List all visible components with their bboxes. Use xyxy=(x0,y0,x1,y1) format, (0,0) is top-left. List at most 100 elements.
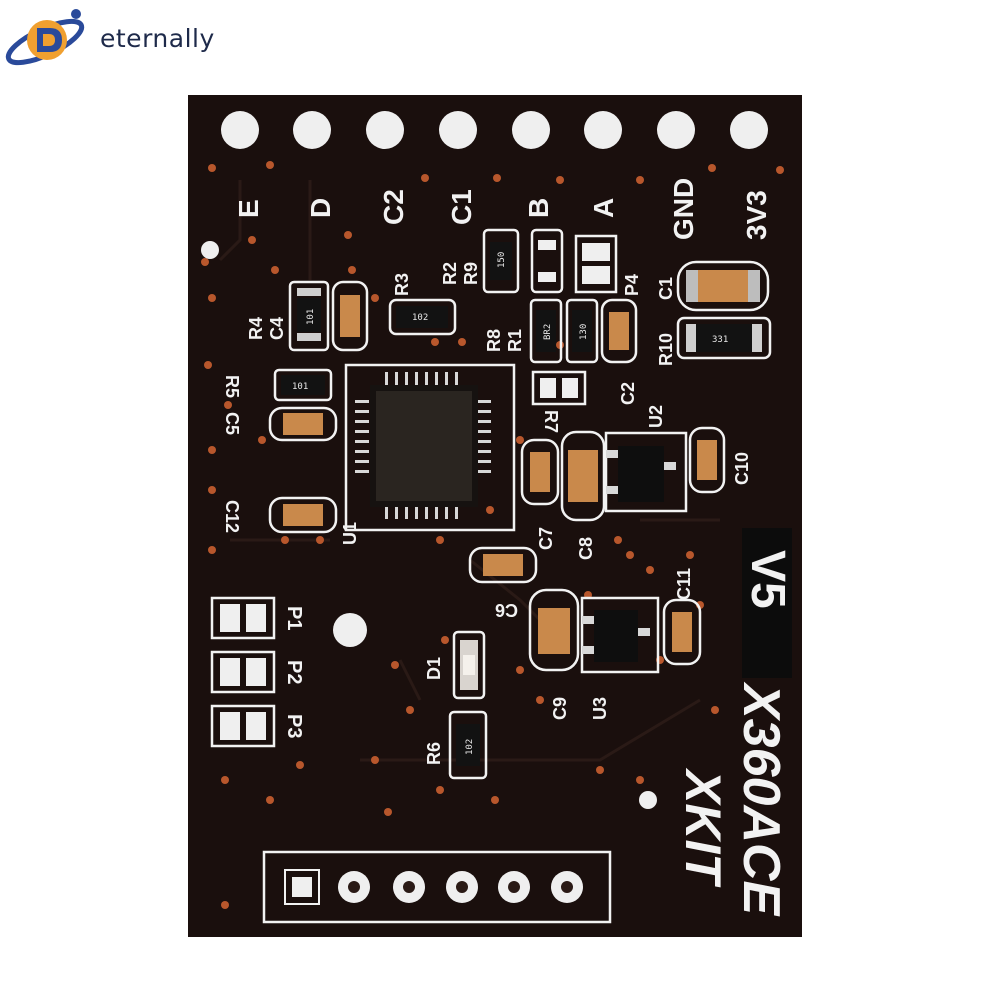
c6-capacitor xyxy=(483,554,523,576)
product-model: X360ACE xyxy=(732,681,790,917)
r1-outline xyxy=(529,298,563,364)
c4-capacitor xyxy=(340,295,360,337)
c6-outline xyxy=(468,546,538,584)
header-pins-top xyxy=(221,111,768,149)
c10-capacitor xyxy=(697,440,717,480)
brand-logo-icon xyxy=(5,9,85,66)
label-c4: C4 xyxy=(267,317,287,340)
label-c8: C8 xyxy=(576,537,596,560)
r3-outline xyxy=(388,298,457,336)
c12-outline xyxy=(268,496,338,534)
c5-capacitor xyxy=(283,413,323,435)
r1-resistor xyxy=(536,310,556,352)
c10-outline xyxy=(688,426,726,494)
product-brand: XKIT xyxy=(675,767,731,888)
header-bottom-outline xyxy=(262,850,612,924)
u3-chip xyxy=(594,610,638,662)
r5-resistor xyxy=(281,375,325,395)
r9-outline xyxy=(530,228,564,294)
label-c10: C10 xyxy=(732,452,752,485)
label-r1: R1 xyxy=(505,329,525,352)
label-d1: D1 xyxy=(424,657,444,680)
pin-label-gnd: GND xyxy=(668,178,699,240)
c11-capacitor xyxy=(672,612,692,652)
mount-hole-small xyxy=(201,241,219,259)
p4-pad xyxy=(582,243,610,261)
u1-outline xyxy=(344,363,516,532)
pin-label-c1: C1 xyxy=(446,189,477,225)
r4-resistor xyxy=(297,298,321,332)
label-r9: R9 xyxy=(461,262,481,285)
c4-outline xyxy=(331,280,369,352)
u1-pins xyxy=(355,372,491,519)
label-r7: R7 xyxy=(541,410,561,433)
brand-watermark: eternally xyxy=(0,0,260,80)
label-c1: C1 xyxy=(656,277,676,300)
c9-capacitor xyxy=(538,608,570,654)
p4-pad xyxy=(582,266,610,284)
r1-code: BR2 xyxy=(543,324,553,340)
pin-label-c2: C2 xyxy=(378,189,409,225)
brand-watermark-text: eternally xyxy=(100,24,215,53)
r5-code: 101 xyxy=(292,382,308,392)
label-c7: C7 xyxy=(536,527,556,550)
product-version: V5 xyxy=(741,550,794,609)
jumper-pads xyxy=(210,596,276,748)
c12-capacitor xyxy=(283,504,323,526)
u2-outline xyxy=(604,431,688,513)
u3-outline xyxy=(580,596,660,674)
r5-outline xyxy=(273,368,333,402)
r4-outline xyxy=(288,280,330,352)
r3-code: 102 xyxy=(412,313,428,323)
pin-label-b: B xyxy=(523,198,554,218)
r8-resistor xyxy=(572,310,592,352)
mount-hole-small xyxy=(639,791,657,809)
label-p1: P1 xyxy=(283,606,305,630)
pin-label-3v3: 3V3 xyxy=(741,190,772,240)
label-c2: C2 xyxy=(618,382,638,405)
pin-label-a: A xyxy=(588,198,619,218)
pin-label-d: D xyxy=(305,198,336,218)
label-c11: C11 xyxy=(674,568,694,600)
label-c5: C5 xyxy=(222,412,242,435)
header-pins-bottom xyxy=(284,869,583,905)
label-p2: P2 xyxy=(283,660,305,684)
c1-outline xyxy=(676,260,770,312)
r2-outline xyxy=(482,228,520,294)
r6-outline xyxy=(448,710,488,780)
label-r3: R3 xyxy=(392,273,412,296)
label-r2: R2 xyxy=(440,262,460,285)
label-u3: U3 xyxy=(590,697,610,720)
p4-outline xyxy=(574,234,618,294)
r2-code: 150 xyxy=(497,252,507,268)
version-block xyxy=(742,528,792,678)
r2-resistor xyxy=(490,242,512,280)
r8-code: 130 xyxy=(579,324,589,340)
r10-outline xyxy=(676,316,772,360)
c2-capacitor xyxy=(609,312,629,350)
c7-outline xyxy=(520,438,560,506)
r7-outline xyxy=(531,370,587,406)
r6-resistor xyxy=(456,724,480,766)
d1-outline xyxy=(452,630,486,700)
mount-hole xyxy=(333,613,367,647)
label-c12: C12 xyxy=(222,500,242,533)
r8-outline xyxy=(565,298,599,364)
label-r8: R8 xyxy=(484,329,504,352)
u2-chip xyxy=(618,446,664,502)
label-r10: R10 xyxy=(656,333,676,366)
label-r6: R6 xyxy=(424,742,444,765)
label-c9: C9 xyxy=(550,697,570,720)
c8-outline xyxy=(560,430,606,522)
r4-code: 101 xyxy=(306,309,316,325)
c9-outline xyxy=(528,588,580,672)
label-r4: R4 xyxy=(246,317,266,340)
label-u2: U2 xyxy=(646,405,666,428)
label-c6: C6 xyxy=(495,600,518,620)
c8-capacitor xyxy=(568,450,598,502)
label-u1: U1 xyxy=(340,522,360,545)
label-r5: R5 xyxy=(222,375,242,398)
u1-die xyxy=(376,391,472,501)
c11-outline xyxy=(662,598,702,666)
